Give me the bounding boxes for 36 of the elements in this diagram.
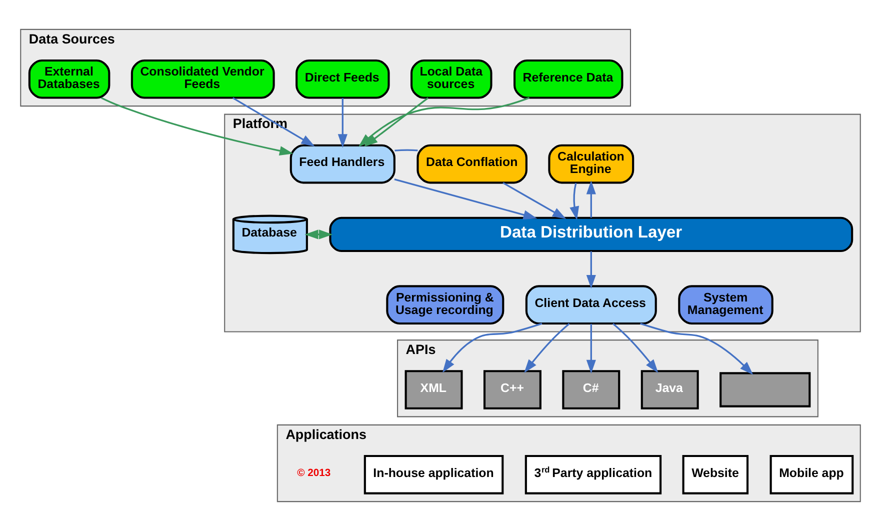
- node-box: Mobile app: [770, 454, 854, 494]
- node-box: Feed Handlers: [290, 144, 396, 184]
- label: © 2013: [297, 468, 331, 479]
- arrow: [640, 322, 754, 374]
- node-box: Website: [682, 454, 749, 494]
- node-box: [720, 372, 811, 407]
- node-box: Data Conflation: [416, 144, 528, 184]
- arrow: [304, 229, 333, 239]
- node-box: Consolidated Vendor Feeds: [130, 58, 275, 98]
- arrow: [338, 98, 348, 148]
- arrow: [524, 322, 570, 372]
- arrow: [586, 180, 596, 218]
- node-box: In-house application: [364, 454, 504, 494]
- arrow: [586, 250, 596, 288]
- arrow: [612, 322, 658, 372]
- arrow: [502, 182, 566, 219]
- node-box: Java: [640, 370, 699, 409]
- arrow: [570, 182, 580, 220]
- connector: [394, 148, 418, 151]
- arrow: [394, 178, 538, 220]
- node-box: Reference Data: [514, 58, 624, 98]
- node-box: 3$^{rd}$ Party application: [524, 454, 662, 494]
- node-box: Data Distribution Layer: [329, 216, 854, 252]
- node-box: External Databases: [28, 58, 110, 98]
- node-box: Local Data sources: [410, 58, 492, 98]
- node-box: XML: [404, 370, 463, 409]
- node-box: System Management: [678, 284, 774, 324]
- node-box: Permissioning & Usage recording: [386, 284, 504, 324]
- arrow: [586, 323, 596, 374]
- node-box: C#: [562, 370, 620, 409]
- arrow: [100, 96, 294, 156]
- arrow: [442, 322, 542, 372]
- node-box: Direct Feeds: [296, 58, 390, 98]
- node-box: Calculation Engine: [548, 144, 634, 184]
- node-box: Client Data Access: [525, 284, 657, 324]
- node-box: C++: [483, 370, 542, 409]
